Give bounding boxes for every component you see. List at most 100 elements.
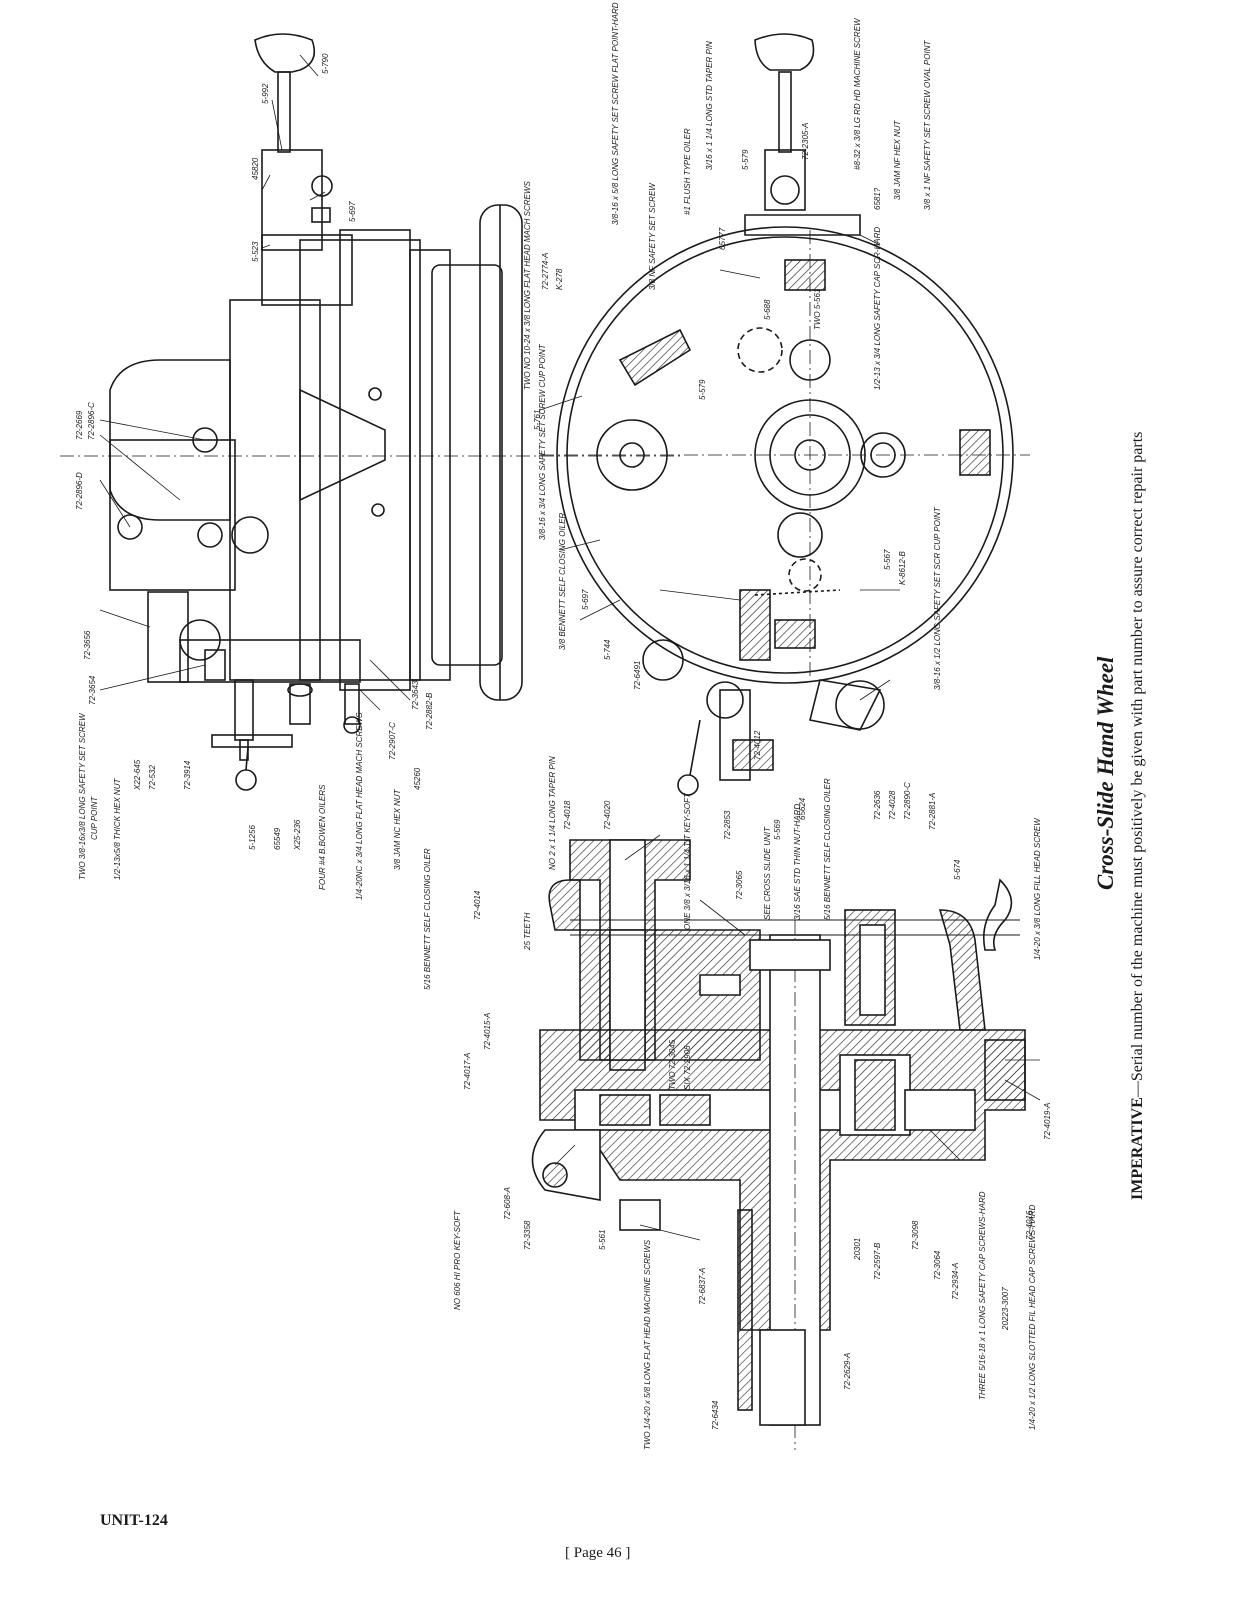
callout-72-3098: 72-3098 <box>911 1220 920 1250</box>
callout-72-6837-a: 72-6837-A <box>698 1268 707 1305</box>
callout-72-2305-a: 72-2305-A <box>801 123 810 160</box>
unit-label: UNIT-124 <box>100 1512 168 1529</box>
callout-four-oilers: FOUR #4 B.BOWEN OILERS <box>318 784 327 890</box>
callout-72-2881-a: 72-2881-A <box>928 793 937 830</box>
callout-5-688: 5-688 <box>763 299 772 320</box>
callout-x25-236: X25-236 <box>293 819 302 851</box>
callout-two-72-3045: TWO 72-3045 <box>668 1039 677 1090</box>
callout-cup-point: CUP POINT <box>90 796 99 840</box>
hand-wheel-plan-view <box>540 33 1030 796</box>
callout-jam-nut: 3/8 JAM NC HEX NUT <box>393 788 402 870</box>
callout-20301: 20301 <box>853 1238 862 1261</box>
sectional-view <box>531 839 1026 1450</box>
callout-65549: 65549 <box>273 827 282 850</box>
callout-72-6434: 72-6434 <box>711 1400 720 1430</box>
callout-5-790: 5-790 <box>321 53 330 74</box>
callout-72-3914: 72-3914 <box>183 760 192 790</box>
callout-k-278: K-278 <box>555 268 564 290</box>
callout-72-3065: 72-3065 <box>735 870 744 900</box>
callout-72-2774-a: 72-2774-A <box>541 253 550 290</box>
callout-72-2629-a: 72-2629-A <box>843 1353 852 1390</box>
callout-flush-oiler: #1 FLUSH TYPE OILER <box>683 128 692 215</box>
callout-5-697: 5-697 <box>348 201 357 222</box>
callout-72-532: 72-532 <box>148 765 157 790</box>
callout-k-8612-b: K-8612-B <box>898 551 907 585</box>
callout-72-4017-a: 72-4017-A <box>463 1053 472 1090</box>
callout-72-4028: 72-4028 <box>888 790 897 820</box>
callout-72-3064: 72-3064 <box>933 1250 942 1280</box>
callout-65777: 65777 <box>718 227 727 250</box>
callout-72-4014: 72-4014 <box>473 890 482 920</box>
callout-bennett-oiler-a: 3/8 BENNETT SELF CLOSING OILER <box>558 513 567 650</box>
callout-3-8-nf-set-screw: 3/8 NF SAFETY SET SCREW <box>648 182 657 290</box>
callout-flat-head-screws: 1/4-20NC x 3/4 LONG FLAT HEAD MACH SCREW… <box>355 712 364 900</box>
side-elevation-view <box>60 33 680 791</box>
callout-72-4012: 72-4012 <box>753 730 762 760</box>
callout-tit-key: ONE 3/8 x 3/16 x 1 1/4 TIT KEY-SOFT <box>683 792 692 930</box>
callout-72-2907-c: 72-2907-C <box>388 722 397 760</box>
callout-72-2896-c: 72-2896-C <box>87 402 96 440</box>
callout-oval-point: 3/8 x 1 NF SAFETY SET SCREW OVAL POINT <box>923 40 932 210</box>
imperative-text: —Serial number of the machine must posit… <box>1129 431 1146 1098</box>
callout-72-2669: 72-2669 <box>75 410 84 440</box>
callout-taper-pin-b: NO 2 x 1 1/4 LONG TAPER PIN <box>548 756 557 870</box>
callout-5-579-a: 5-579 <box>741 149 750 170</box>
callout-72-4018: 72-4018 <box>563 800 572 830</box>
callout-45260: 45260 <box>413 767 422 790</box>
callout-20223-3007: 20223-3007 <box>1001 1287 1010 1331</box>
callout-72-3643: 72-3643 <box>411 680 420 710</box>
callout-72-2597-b: 72-2597-B <box>873 1242 882 1280</box>
callout-25-teeth: 25 TEETH <box>523 912 532 951</box>
callout-six-72-2906: SIX 72-2906 <box>683 1045 692 1090</box>
callout-72-4019-a: 72-4019-A <box>1043 1103 1052 1140</box>
callout-two-5-561: TWO 5-561 <box>813 289 822 330</box>
callout-72-2934-a: 72-2934-A <box>951 1263 960 1300</box>
callout-5-567: 5-567 <box>883 549 892 570</box>
callout-72-3358: 72-3358 <box>523 1220 532 1250</box>
callout-bennett-oiler-b: 5/16 BENNETT SELF CLOSING OILER <box>423 848 432 990</box>
imperative-label: IMPERATIVE <box>1129 1097 1146 1200</box>
callout-5-561-b: 5-561 <box>598 1230 607 1250</box>
callout-cup-point-set: 3/8-16 x 3/4 LONG SAFETY SET SCREW CUP P… <box>538 343 547 540</box>
callout-72-4016: 72-4016 <box>1025 1210 1034 1240</box>
callout-fill-head-screw: 1/4-20 x 3/8 LONG FILL HEAD SCREW <box>1033 817 1042 960</box>
callout-5-1256: 5-1256 <box>248 825 257 850</box>
callout-72-608-a: 72-608-A <box>503 1187 512 1220</box>
callout-5-674: 5-674 <box>953 859 962 880</box>
callout-72-2853: 72-2853 <box>723 810 732 840</box>
callout-5-744: 5-744 <box>603 639 612 660</box>
part-callouts: 5-790 5-992 45820 5-697 5-523 72-2669 72… <box>75 2 1052 1450</box>
callout-72-2896-d: 72-2896-D <box>75 472 84 510</box>
callout-rd-hd-screw: #8-32 x 3/8 LG RD HD MACHINE SCREW <box>853 17 862 170</box>
callout-72-2636: 72-2636 <box>873 790 882 820</box>
callout-45820: 45820 <box>251 157 260 180</box>
callout-two-flat-head-b: TWO 1/4-20 x 5/8 LONG FLAT HEAD MACHINE … <box>643 1239 652 1450</box>
callout-65817: 6581? <box>873 187 882 210</box>
callout-5-523: 5-523 <box>251 241 260 262</box>
callout-72-6491: 72-6491 <box>633 661 642 690</box>
callout-safety-set-screw-flat: 3/8-16 x 5/8 LONG SAFETY SET SCREW FLAT … <box>611 2 620 225</box>
callout-5-697-b: 5-697 <box>581 589 590 610</box>
page-number: [ Page 46 ] <box>565 1545 631 1561</box>
callout-72-2882-b: 72-2882-B <box>425 692 434 730</box>
callout-three-cap-screws: THREE 5/16-18 x 1 LONG SAFETY CAP SCREWS… <box>978 1191 987 1400</box>
callout-5-992: 5-992 <box>261 83 270 104</box>
callout-5-569: 5-569 <box>773 819 782 840</box>
callout-72-3654: 72-3654 <box>88 675 97 705</box>
callout-thick-hex-nut: 1/2-13x5/8 THICK HEX NUT <box>113 778 122 880</box>
callout-slotted-fil-head: 1/4-20 x 1/2 LONG SLOTTED FIL HEAD CAP S… <box>1028 1204 1037 1430</box>
callout-72-4020: 72-4020 <box>603 800 612 830</box>
callout-taper-pin: 3/16 x 1 1/4 LONG STD TAPER PIN <box>705 41 714 170</box>
callout-two-flat-head: TWO NO 10-24 x 3/8 LONG FLAT HEAD MACH S… <box>523 181 532 390</box>
callout-72-4015-a: 72-4015-A <box>483 1013 492 1050</box>
callout-65624: 65624 <box>798 797 807 820</box>
callout-thin-nut: 3/16 SAE STD THIN NUT-HARD <box>793 804 802 920</box>
callout-x22-645: X22-645 <box>133 759 142 791</box>
imperative-note: IMPERATIVE—Serial number of the machine … <box>1129 432 1147 1200</box>
callout-hi-pro-key: NO 606 HI PRO KEY-SOFT <box>453 1210 462 1310</box>
callout-two-3-8-set-screw: TWO 3/8-16x3/8 LONG SAFETY SET SCREW <box>78 712 87 880</box>
callout-jam-nf-nut: 3/8 JAM NF HEX NUT <box>893 119 902 200</box>
callout-cap-scr-hard: 1/2-13 x 3/4 LONG SAFETY CAP SCR-HARD <box>873 227 882 390</box>
callout-5-579-b: 5-579 <box>698 379 707 400</box>
